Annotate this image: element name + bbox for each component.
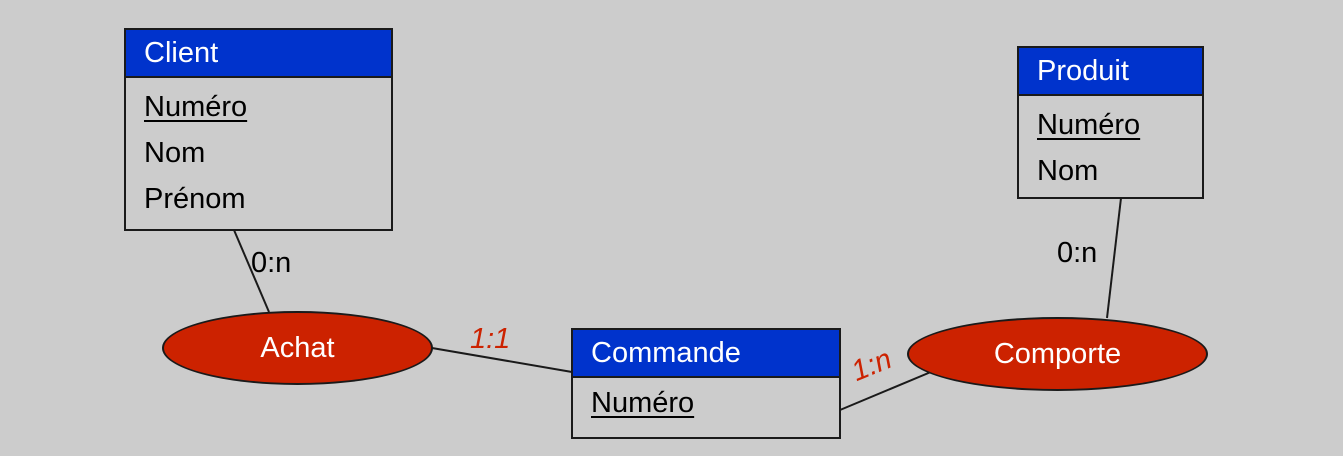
- entity-client-attributes: Numéro Nom Prénom: [126, 78, 391, 222]
- cardinality-achat-commande: 1:1: [470, 323, 511, 355]
- entity-commande-name: Commande: [573, 330, 839, 378]
- entity-produit-attributes: Numéro Nom: [1019, 96, 1202, 194]
- relation-achat-label: Achat: [260, 331, 335, 364]
- commande-attr-numero: Numéro: [591, 387, 695, 419]
- link-achat-commande: [431, 347, 573, 373]
- entity-commande-attributes: Numéro: [573, 378, 839, 426]
- link-client-achat: [233, 229, 270, 313]
- link-produit-comporte: [1106, 197, 1122, 319]
- client-attr-prenom: Prénom: [144, 183, 246, 215]
- produit-attr-numero: Numéro: [1037, 109, 1141, 141]
- relation-achat[interactable]: Achat: [162, 311, 433, 385]
- link-commande-comporte: [839, 368, 939, 411]
- relation-comporte-label: Comporte: [993, 337, 1122, 370]
- entity-client[interactable]: Client Numéro Nom Prénom: [124, 28, 393, 231]
- relation-comporte[interactable]: Comporte: [907, 317, 1208, 391]
- cardinality-produit-comporte: 0:n: [1057, 237, 1098, 269]
- client-attr-numero: Numéro: [144, 91, 248, 123]
- cardinality-client-achat: 0:n: [251, 247, 292, 279]
- entity-produit-name: Produit: [1019, 48, 1202, 96]
- client-attr-nom: Nom: [144, 137, 206, 169]
- produit-attr-nom: Nom: [1037, 155, 1099, 187]
- entity-commande[interactable]: Commande Numéro: [571, 328, 841, 439]
- entity-client-name: Client: [126, 30, 391, 78]
- entity-produit[interactable]: Produit Numéro Nom: [1017, 46, 1204, 199]
